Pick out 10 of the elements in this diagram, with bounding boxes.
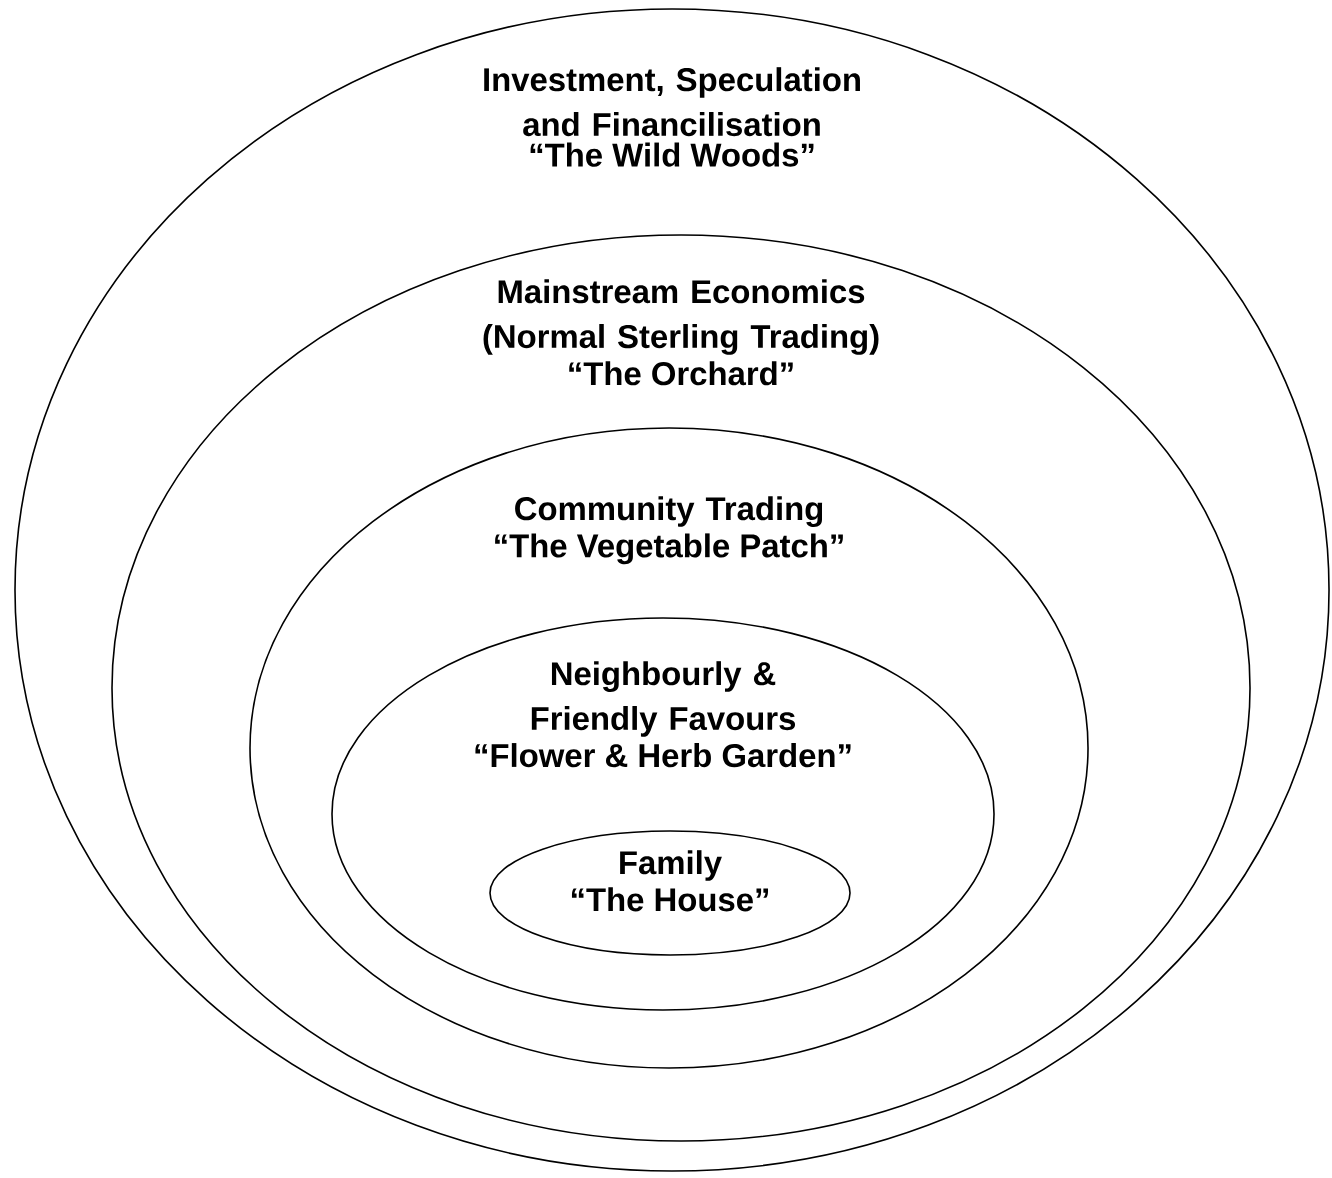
region-label: Neighbourly & Friendly Favours (531, 661, 796, 737)
region-label: “The House” (571, 887, 768, 912)
region-label: “The Vegetable Patch” (495, 533, 843, 565)
region-label: “Flower & Herb Garden” (475, 743, 851, 768)
region-label: Family (620, 850, 722, 881)
region-label: Community Trading (515, 496, 823, 527)
region-label: “The Wild Woods” (530, 142, 814, 167)
region-label: Investment, Speculation and Financilisation (484, 67, 860, 137)
region-label: Mainstream Economics (Normal Sterling Trading) (483, 279, 879, 355)
region-label: “The Orchard” (569, 361, 793, 386)
